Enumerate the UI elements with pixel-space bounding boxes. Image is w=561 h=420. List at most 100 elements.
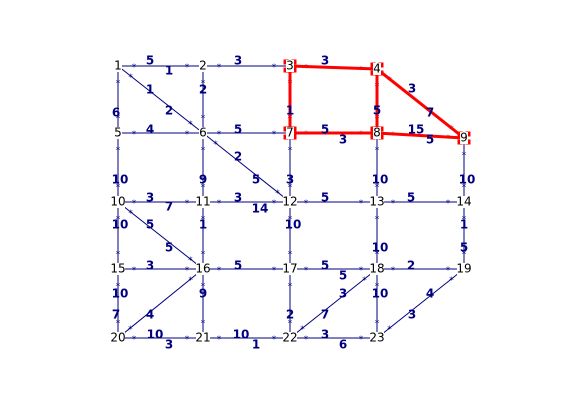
edge-18-22 [289,268,378,339]
edge-end-marker: * [446,199,451,209]
node-label-background [457,196,471,208]
edge-weight-1-6: 1 [146,83,154,97]
node-16: 16 [195,262,210,276]
edge-weight-6-7: 5 [234,123,242,137]
edge-end-marker: * [201,114,206,124]
edge-weight-1-5: 6 [112,106,120,120]
edge-end-marker: * [132,199,137,209]
node-4: 4 [373,62,381,76]
edge-end-marker: * [188,276,193,286]
edge-end-marker: * [359,266,364,276]
edge-weight-2-3: 3 [234,54,242,68]
edge-end-marker: * [375,146,380,156]
edge-end-marker: * [217,130,222,140]
edge-end-marker: * [359,199,364,209]
edge-weight-19-23: 3 [408,308,416,322]
edge-end-marker: * [185,130,190,140]
edge-end-marker: * [288,250,293,260]
edge-end-marker: * [201,183,206,193]
node-22: 22 [282,331,297,345]
edge-end-marker: * [462,151,467,161]
edge-end-marker: * [201,79,206,89]
edge-end-marker: * [132,63,137,73]
edge-weight-3-7: 1 [286,104,294,118]
edge-end-marker: * [116,114,121,124]
node-label-background [114,60,122,72]
edge-end-marker: * [391,266,396,276]
node-10: 10 [110,195,125,209]
edge-weight-17-22: 2 [286,308,294,322]
edge-end-marker: * [375,215,380,225]
edge-end-marker: * [288,319,293,329]
edge-weight-12-17: 10 [285,218,302,232]
edge-weight-1-2: 1 [165,64,173,78]
edge-end-marker: * [116,146,121,156]
node-9: 9 [460,131,468,145]
node-label-background [286,127,294,139]
edge-1-6 [117,65,204,134]
edge-end-marker: * [462,250,467,260]
node-label-background [460,132,468,144]
edge-weight-17-18: 5 [339,269,347,283]
edge-weight-4-9: 3 [408,82,416,96]
node-label-background [196,263,210,275]
edge-weight-7-8: 5 [321,123,329,137]
node-label-background [196,196,210,208]
edge-weight-10-16: 5 [146,218,154,232]
edge-end-marker: * [449,276,454,286]
edge-end-marker: * [462,183,467,193]
node-1: 1 [114,59,122,73]
edge-end-marker: * [362,276,367,286]
node-3: 3 [286,59,294,73]
edge-weight-14-19: 1 [460,218,468,232]
edge-end-marker: * [217,63,222,73]
edge-end-marker: * [116,250,121,260]
edge-weight-3-4: 3 [321,54,329,68]
edge-end-marker: * [201,146,206,156]
edge-weight-11-12: 14 [252,202,269,216]
edge-end-marker: * [288,282,293,292]
edge-end-marker: * [128,209,133,219]
edge-weight-21-22: 1 [252,338,260,352]
edge-weight-17-18: 5 [321,259,329,273]
edge-weight-12-13: 5 [321,191,329,205]
edge-weight-18-23: 10 [372,287,389,301]
edge-weight-22-23: 3 [321,328,329,342]
edge-end-marker: * [116,319,121,329]
edge-weight-22-23: 6 [339,338,347,352]
node-7: 7 [286,126,294,140]
edge-weight-18-22: 7 [321,308,329,322]
edge-weight-16-21: 9 [199,287,207,301]
node-label-background [373,63,381,75]
edge-end-marker: * [359,130,364,140]
edge-end-marker: * [375,250,380,260]
edge-weight-18-19: 2 [407,259,415,273]
node-11: 11 [195,195,210,209]
node-label-background [111,196,125,208]
node-label-background [286,60,294,72]
edge-weight-15-20: 10 [112,287,129,301]
node-13: 13 [369,195,384,209]
edge-weight-16-17: 5 [234,259,242,273]
edge-end-marker: * [201,215,206,225]
edge-end-marker: * [288,215,293,225]
edge-weight-8-13: 10 [372,173,389,187]
edge-end-marker: * [375,282,380,292]
edge-end-marker: * [217,335,222,345]
edge-weight-15-16: 3 [146,259,154,273]
node-label-background [370,196,384,208]
edge-end-marker: * [275,189,280,199]
edge-end-marker: * [217,266,222,276]
edge-end-marker: * [375,319,380,329]
edge-end-marker: * [116,282,121,292]
edge-end-marker: * [288,146,293,156]
edge-weight-1-2: 5 [146,54,154,68]
edge-weight-20-21: 10 [147,328,164,342]
edge-end-marker: * [116,79,121,89]
node-8: 8 [373,126,381,140]
edge-weight-16-20: 4 [146,308,154,322]
edge-weight-5-6: 4 [146,123,154,137]
